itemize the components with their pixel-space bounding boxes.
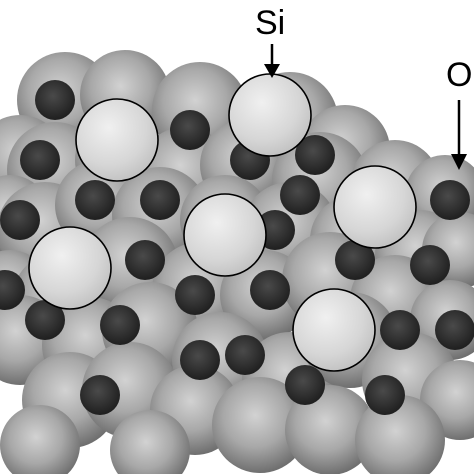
oxygen-atom	[225, 335, 265, 375]
oxygen-atom	[0, 200, 40, 240]
oxygen-atom	[75, 180, 115, 220]
silicon-atom	[75, 98, 159, 182]
oxygen-atom	[80, 375, 120, 415]
oxygen-atom	[100, 305, 140, 345]
oxygen-atom	[280, 175, 320, 215]
oxygen-atom	[430, 180, 470, 220]
oxygen-atom	[140, 180, 180, 220]
oxygen-atom	[365, 375, 405, 415]
oxygen-atom	[435, 310, 474, 350]
shell-sphere	[212, 377, 308, 473]
oxygen-atom	[250, 270, 290, 310]
oxygen-atoms	[0, 80, 474, 415]
oxygen-atom	[25, 300, 65, 340]
oxygen-atom	[20, 140, 60, 180]
oxygen-atom	[410, 245, 450, 285]
silicon-atom	[183, 193, 267, 277]
shell-sphere	[0, 405, 80, 474]
oxygen-atom	[175, 275, 215, 315]
silicon-atom	[333, 165, 417, 249]
shell-sphere	[285, 385, 375, 474]
oxygen-atom	[380, 310, 420, 350]
silicon-atoms	[28, 73, 417, 372]
oxygen-atom	[285, 365, 325, 405]
oxygen-atom	[170, 110, 210, 150]
oxygen-atom	[125, 240, 165, 280]
oxygen-atom	[295, 135, 335, 175]
shell-sphere	[110, 410, 190, 474]
silicon-arrow-head	[264, 64, 280, 78]
silicon-atom	[28, 226, 112, 310]
oxygen-atom	[180, 340, 220, 380]
oxygen-arrow-head	[451, 154, 467, 170]
silicon-atom	[292, 288, 376, 372]
silicon-label: Si	[255, 4, 285, 42]
silicon-atom	[228, 73, 312, 157]
shell-sphere	[355, 395, 445, 474]
oxygen-atom	[35, 80, 75, 120]
oxygen-label: O	[446, 56, 472, 94]
oxygen-atom	[335, 240, 375, 280]
oxygen-atom	[0, 270, 25, 310]
